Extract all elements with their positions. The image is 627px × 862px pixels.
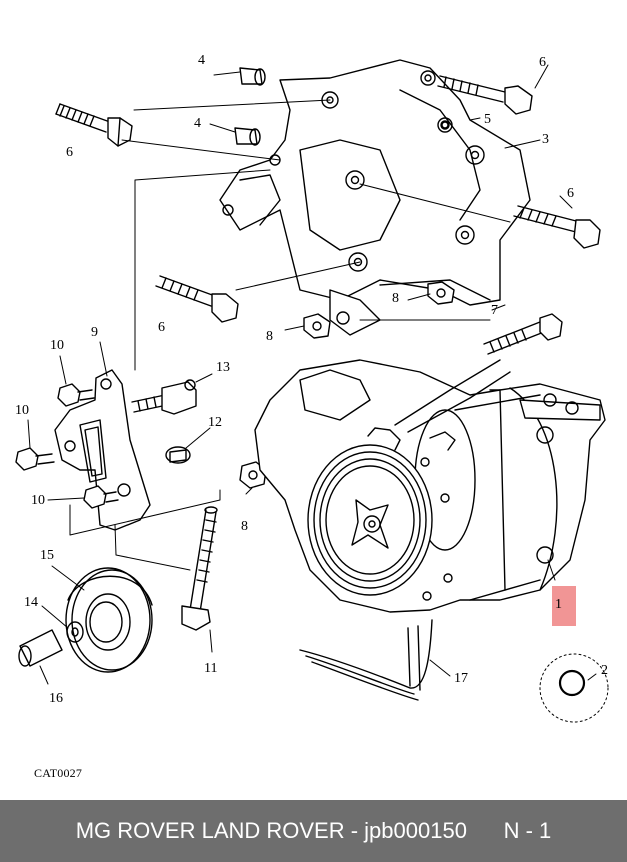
adjuster-bolt bbox=[131, 379, 197, 415]
callout-10-bottom: 10 bbox=[31, 493, 45, 508]
bolt-6-upper-left bbox=[55, 103, 133, 147]
callout-2: 2 bbox=[601, 663, 608, 678]
callout-6-lower-left: 6 bbox=[158, 320, 165, 335]
callout-8-left: 8 bbox=[241, 519, 248, 534]
callout-4-top: 4 bbox=[198, 53, 205, 68]
washer-14 bbox=[66, 621, 84, 643]
callout-1: 1 bbox=[555, 597, 562, 612]
catalog-code: CAT0027 bbox=[34, 766, 83, 780]
callout-8-middle: 8 bbox=[266, 329, 273, 344]
parts-diagram: 1 2 3 4 4 5 6 6 6 6 7 8 8 8 9 10 10 10 1… bbox=[15, 53, 609, 723]
washer-5 bbox=[440, 120, 450, 130]
bolt-10-top bbox=[57, 383, 95, 407]
callout-6-upper-left: 6 bbox=[66, 145, 73, 160]
callout-12: 12 bbox=[208, 415, 222, 430]
spacer-4-top bbox=[239, 67, 266, 86]
footer-text: MG ROVER LAND ROVER - jpb000150 N - 1 bbox=[75, 818, 552, 843]
o-ring bbox=[539, 653, 609, 723]
nut-8-upper bbox=[427, 281, 455, 305]
spacer-4-mid bbox=[234, 127, 261, 146]
callout-13: 13 bbox=[216, 360, 230, 375]
callout-15: 15 bbox=[40, 548, 54, 563]
callout-4-mid: 4 bbox=[194, 116, 201, 131]
callout-6-right: 6 bbox=[567, 186, 574, 201]
callout-17: 17 bbox=[454, 671, 468, 686]
callout-5: 5 bbox=[484, 112, 491, 127]
callout-11: 11 bbox=[204, 661, 217, 676]
callout-10-top: 10 bbox=[50, 338, 64, 353]
highlight-part-1 bbox=[552, 586, 576, 626]
bolt-10-bottom bbox=[83, 485, 119, 509]
callout-8-upper: 8 bbox=[392, 291, 399, 306]
leader-lines bbox=[27, 64, 597, 685]
callout-7: 7 bbox=[491, 303, 498, 318]
spacer-16 bbox=[18, 629, 63, 667]
footer-bar: MG ROVER LAND ROVER - jpb000150 N - 1 bbox=[0, 800, 627, 862]
bolt-6-upper-right bbox=[437, 75, 533, 115]
mounting-bracket bbox=[219, 59, 531, 336]
callout-3: 3 bbox=[542, 132, 549, 147]
ac-compressor bbox=[254, 359, 606, 613]
callout-14: 14 bbox=[24, 595, 38, 610]
callout-6-upper-right: 6 bbox=[539, 55, 546, 70]
bolt-11 bbox=[181, 506, 218, 631]
bolt-7 bbox=[483, 313, 563, 355]
callout-16: 16 bbox=[49, 691, 63, 706]
callout-9: 9 bbox=[91, 325, 98, 340]
nut-12 bbox=[165, 446, 191, 464]
bolt-6-lower-left bbox=[155, 275, 239, 323]
callout-10-left: 10 bbox=[15, 403, 29, 418]
tensioner-bracket bbox=[54, 369, 151, 531]
bolt-10-left bbox=[15, 447, 55, 471]
drive-belt bbox=[299, 619, 433, 701]
idler-pulley bbox=[65, 567, 153, 673]
bolt-6-right bbox=[513, 205, 601, 249]
nut-8-middle bbox=[303, 313, 331, 339]
